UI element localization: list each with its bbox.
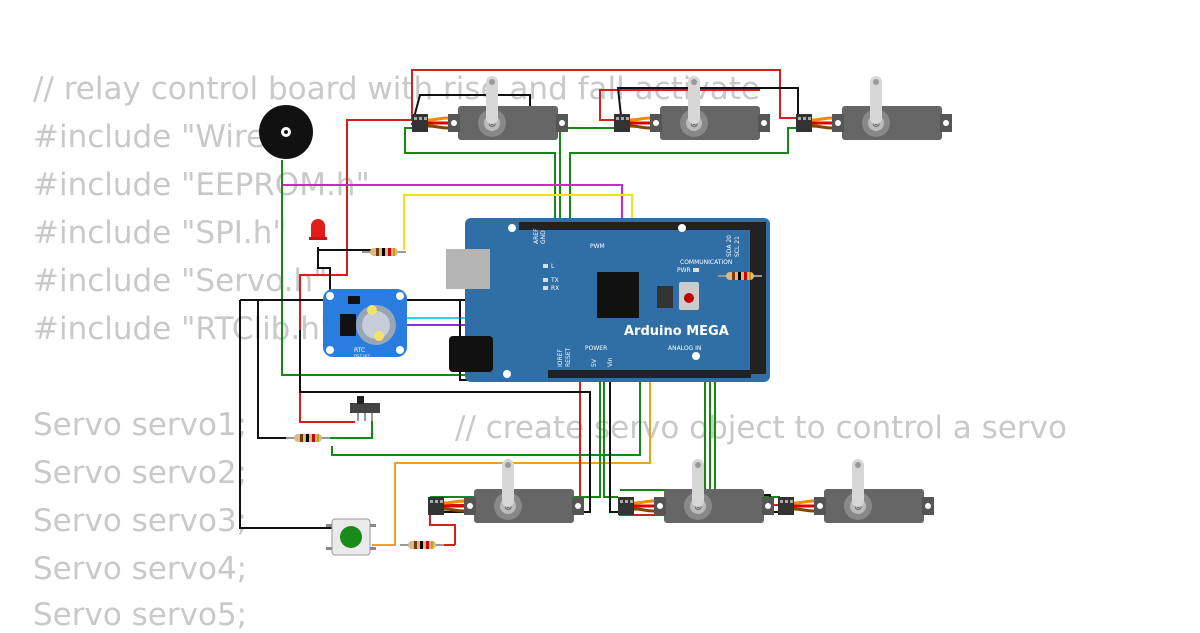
label-rx: RX <box>551 285 559 292</box>
code-line-10: Servo servo3; <box>33 503 248 539</box>
rtc-chip-label: DS1307 <box>354 354 370 359</box>
usb-port-icon <box>446 249 490 289</box>
label-power: POWER <box>585 345 607 352</box>
label-ioref: IOREF <box>557 349 564 367</box>
label-tx: TX <box>550 277 559 284</box>
slide-switch-icon <box>350 396 380 421</box>
label-pwr: PWR <box>677 267 691 274</box>
rtc-module: RTC DS1307 <box>323 289 407 359</box>
code-line-5: #include "Servo.h" <box>33 263 328 299</box>
code-line-11: Servo servo4; <box>33 551 248 587</box>
code-line-12: Servo servo5; <box>33 597 248 633</box>
code-line-8: Servo servo1; <box>33 407 248 443</box>
servo-icon <box>776 457 936 525</box>
arduino-mega-board: Arduino MEGA PWM COMMUNICATION POWER ANA… <box>446 218 770 382</box>
led-icon <box>309 219 327 240</box>
servo-icon <box>612 74 772 142</box>
label-5v: 5V <box>591 358 598 367</box>
code-line-9: Servo servo2; <box>33 455 248 491</box>
code-line-2: #include "Wire.h" <box>33 119 309 155</box>
rtc-label: RTC <box>354 347 365 354</box>
buzzer-icon <box>259 105 313 159</box>
label-scl: SCL 21 <box>734 236 741 257</box>
board-name: Arduino MEGA <box>624 324 729 339</box>
label-sda: SDA 20 <box>726 235 733 257</box>
power-jack-icon <box>449 336 493 372</box>
servo-icon <box>794 74 954 142</box>
label-pwm: PWM <box>590 243 605 250</box>
servo-icon <box>410 74 570 142</box>
switch-resistor-icon <box>285 433 331 443</box>
label-gnd: GND <box>540 230 547 244</box>
label-vin: Vin <box>607 357 614 367</box>
servo-icon <box>426 457 586 525</box>
mcu-chip-icon <box>597 272 639 318</box>
button-resistor-icon <box>399 540 445 550</box>
label-aref: AREF <box>533 228 540 244</box>
label-reset: RESET <box>565 347 572 367</box>
pushbutton-icon <box>326 518 376 556</box>
label-analog-in: ANALOG IN <box>668 345 701 352</box>
code-line-4: #include "SPI.h" <box>33 215 287 251</box>
label-l: L <box>551 263 555 270</box>
label-communication: COMMUNICATION <box>680 259 732 266</box>
